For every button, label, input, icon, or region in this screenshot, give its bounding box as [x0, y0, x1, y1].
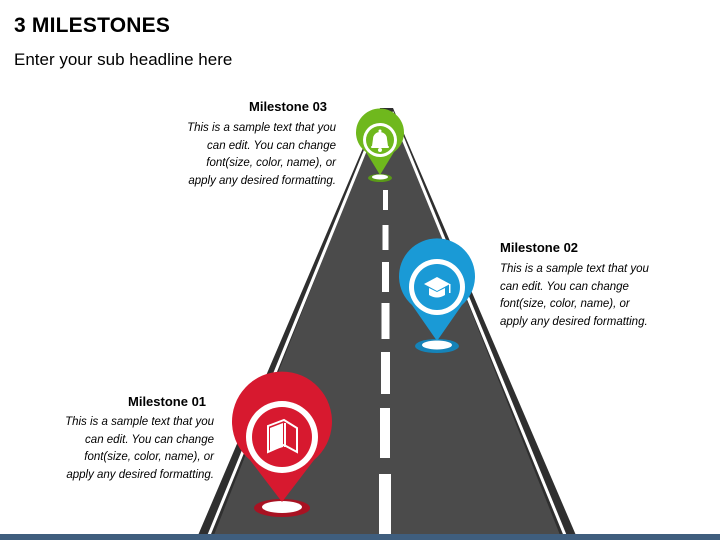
milestone-02-heading: Milestone 02: [500, 240, 579, 255]
milestone-01-pin: [232, 371, 332, 517]
milestone-03-text: This is a sample text that you can edit.…: [187, 122, 336, 187]
road-edge-left: [205, 111, 383, 540]
bell-icon: [371, 129, 389, 152]
footer-bar: [0, 534, 720, 540]
road-edge-right: [390, 111, 569, 540]
milestone-03-heading: Milestone 03: [249, 99, 328, 114]
graduation-cap-icon: [424, 277, 451, 298]
milestone-02-pin: [399, 238, 475, 353]
milestone-03-pin: [356, 108, 404, 182]
milestone-01-text: This is a sample text that you can edit.…: [65, 416, 214, 481]
road-center-dashes: [379, 190, 391, 536]
milestone-01-heading: Milestone 01: [128, 394, 207, 409]
book-icon: [267, 418, 298, 454]
milestone-02-text: This is a sample text that you can edit.…: [500, 263, 649, 328]
slide-subtitle: Enter your sub headline here: [14, 50, 233, 69]
slide-title: 3 MILESTONES: [14, 14, 171, 37]
